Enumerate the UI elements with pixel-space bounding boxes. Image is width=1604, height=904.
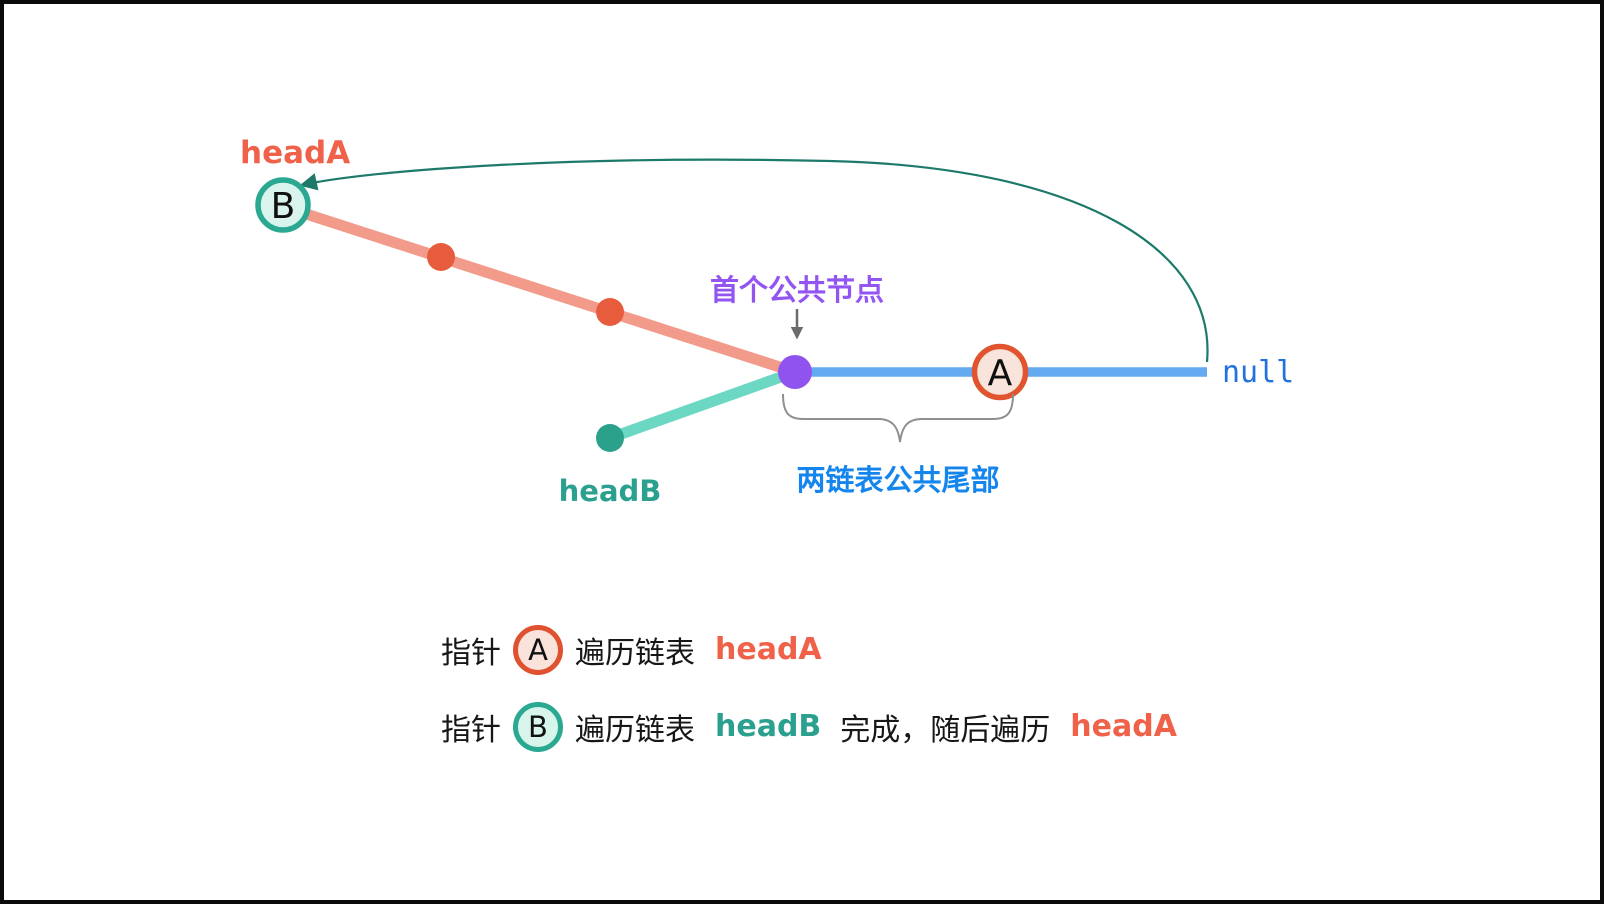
legend-action: 遍历链表 [575, 635, 695, 671]
legend-then-head-a: headA [1070, 709, 1177, 744]
pointer-a-badge: A [513, 624, 563, 675]
legend-row-pointer-a: 指针 A 遍历链表 headA [441, 621, 1177, 678]
null-label: null [1222, 355, 1294, 390]
head-b-label: headB [559, 474, 662, 508]
legend-prefix: 指针 [441, 712, 501, 748]
list-b-line [604, 366, 801, 444]
wraparound-traverse-arrow [299, 158, 1209, 363]
first-common-node-label: 首个公共节点 [710, 273, 884, 307]
common-tail-label: 两链表公共尾部 [796, 463, 999, 497]
pointer-b-badge: B [513, 701, 563, 752]
legend: 指针 A 遍历链表 headA 指针 B 遍历链表 headB 完成，随后遍历 … [441, 621, 1177, 755]
pointer-b-letter: B [271, 186, 296, 227]
legend-list-head-b: headB [715, 709, 822, 744]
pointer-a-circle [971, 343, 1029, 401]
legend-suffix: 完成，随后遍历 [840, 712, 1051, 748]
list-a-line [294, 206, 801, 378]
common-tail-brace [782, 393, 1014, 443]
list-a-node-2 [596, 298, 624, 326]
legend-action: 遍历链表 [575, 712, 695, 748]
legend-prefix: 指针 [441, 635, 501, 671]
legend-row-pointer-b: 指针 B 遍历链表 headB 完成，随后遍历 headA [441, 698, 1177, 755]
list-a-node-1 [427, 243, 455, 271]
first-common-node [778, 355, 812, 389]
list-b-head-node [596, 424, 624, 452]
legend-list-head-a: headA [715, 632, 822, 667]
pointer-a-letter: A [988, 353, 1013, 394]
head-a-label: headA [240, 135, 350, 171]
pointer-b-circle [255, 177, 311, 233]
